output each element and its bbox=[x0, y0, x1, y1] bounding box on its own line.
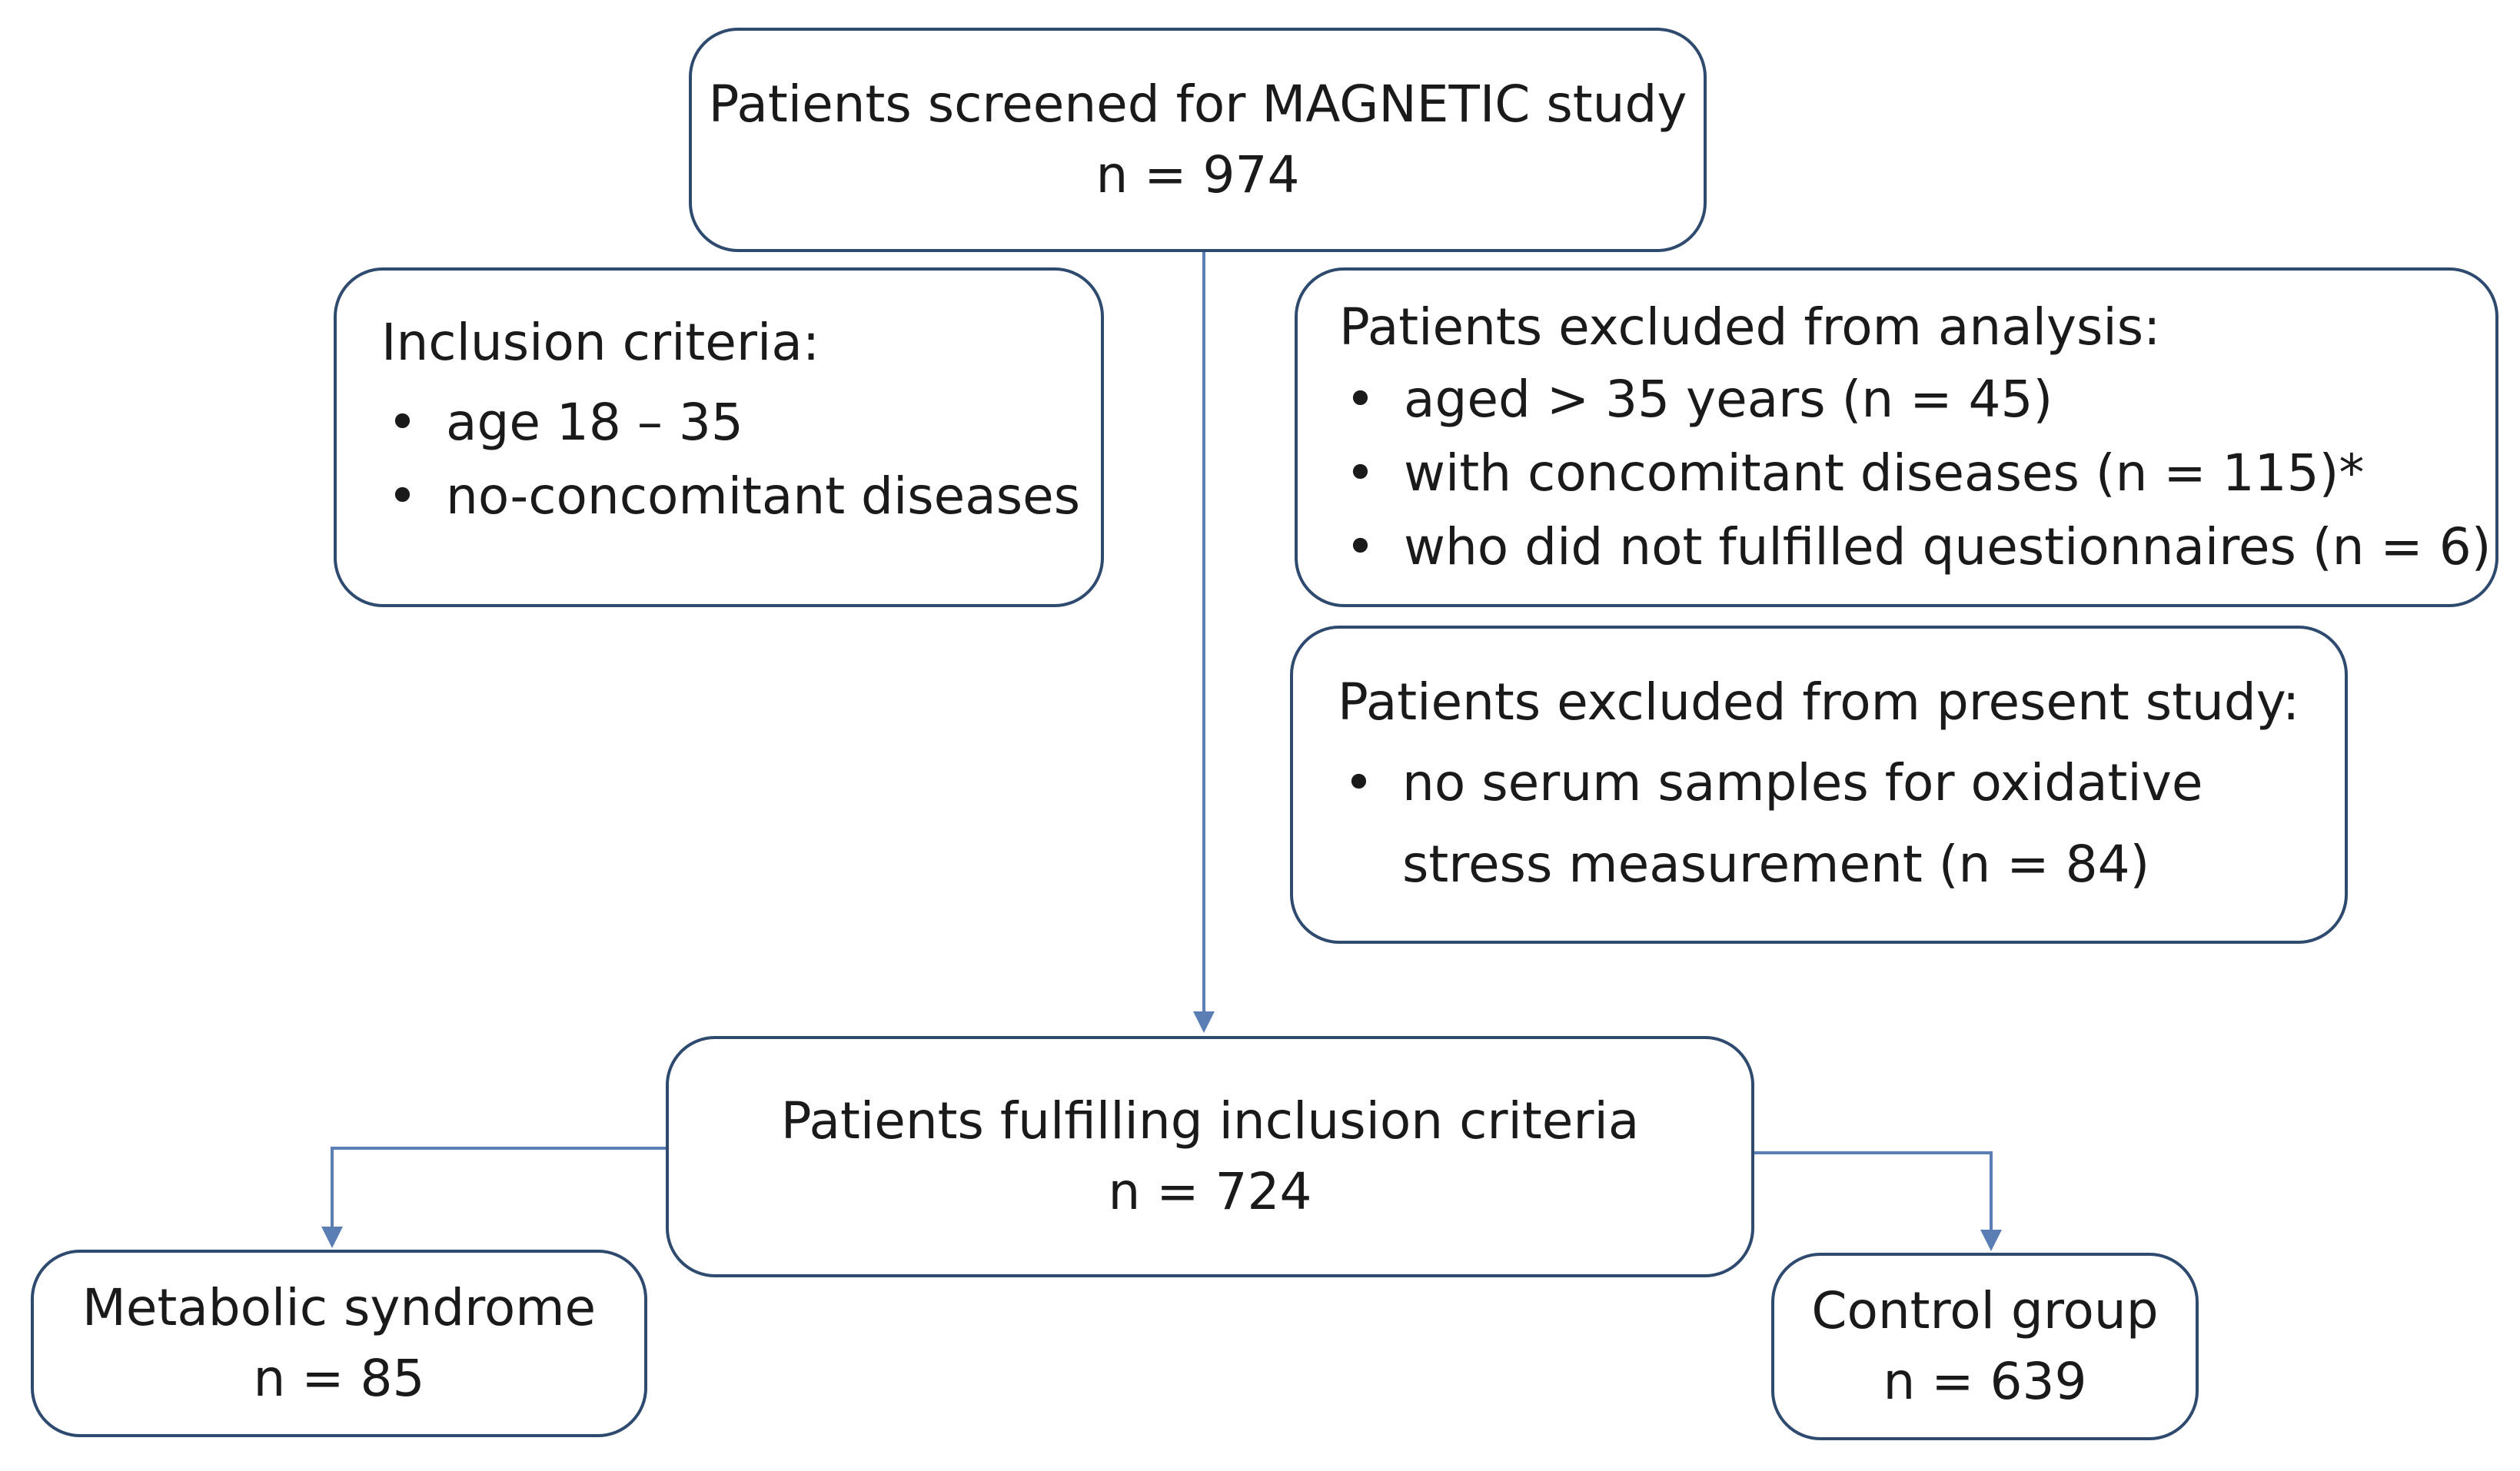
control-count: n = 639 bbox=[1883, 1352, 2087, 1411]
control-group-box: Control group n = 639 bbox=[1771, 1253, 2199, 1440]
inclusion-list: age 18 – 35 no-concomitant diseases bbox=[381, 386, 1101, 533]
fulfilling-count: n = 724 bbox=[1108, 1162, 1312, 1221]
fulfilling-title: Patients fulfilling inclusion criteria bbox=[780, 1091, 1640, 1151]
excluded-present-item: no serum samples for oxidative stress me… bbox=[1338, 742, 2314, 905]
excluded-analysis-item: with concomitant diseases (n = 115)* bbox=[1339, 437, 2495, 510]
control-connector bbox=[1754, 1151, 1993, 1231]
metabolic-arrowhead bbox=[321, 1227, 343, 1248]
inclusion-heading: Inclusion criteria: bbox=[381, 313, 820, 372]
excluded-present-box: Patients excluded from present study: no… bbox=[1290, 626, 2348, 944]
inclusion-item: no-concomitant diseases bbox=[381, 460, 1101, 533]
excluded-analysis-box: Patients excluded from analysis: aged > … bbox=[1295, 267, 2498, 607]
metabolic-connector bbox=[331, 1147, 666, 1228]
metabolic-count: n = 85 bbox=[253, 1349, 425, 1408]
screened-count: n = 974 bbox=[1095, 145, 1300, 204]
excluded-analysis-list: aged > 35 years (n = 45) with concomitan… bbox=[1339, 363, 2495, 584]
excluded-present-heading: Patients excluded from present study: bbox=[1338, 672, 2300, 732]
excluded-analysis-item: aged > 35 years (n = 45) bbox=[1339, 363, 2495, 437]
main-arrowhead bbox=[1193, 1011, 1215, 1033]
screened-box: Patients screened for MAGNETIC study n =… bbox=[689, 28, 1707, 252]
control-title: Control group bbox=[1811, 1281, 2159, 1340]
metabolic-title: Metabolic syndrome bbox=[81, 1278, 597, 1337]
screened-title: Patients screened for MAGNETIC study bbox=[708, 75, 1687, 134]
inclusion-item: age 18 – 35 bbox=[381, 386, 1101, 460]
excluded-analysis-heading: Patients excluded from analysis: bbox=[1339, 297, 2161, 357]
inclusion-criteria-box: Inclusion criteria: age 18 – 35 no-conco… bbox=[334, 267, 1104, 607]
control-arrowhead bbox=[1980, 1230, 2002, 1251]
fulfilling-box: Patients fulfilling inclusion criteria n… bbox=[666, 1036, 1754, 1277]
excluded-present-list: no serum samples for oxidative stress me… bbox=[1338, 742, 2314, 905]
metabolic-syndrome-box: Metabolic syndrome n = 85 bbox=[31, 1250, 647, 1437]
excluded-analysis-item: who did not fulfilled questionnaires (n … bbox=[1339, 510, 2495, 584]
